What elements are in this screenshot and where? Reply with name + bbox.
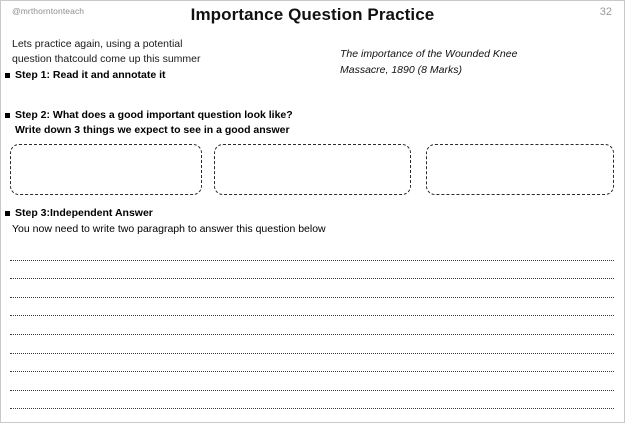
writing-line[interactable]: [10, 261, 614, 280]
question-line-2: Massacre, 1890 (8 Marks): [340, 64, 462, 76]
answer-box-2[interactable]: [214, 144, 411, 195]
square-bullet-icon: [5, 73, 10, 78]
intro-text: Lets practice again, using a potential q…: [12, 37, 242, 67]
step-2-heading: Step 2: What does a good important quest…: [5, 109, 293, 122]
writing-lines-area[interactable]: [10, 242, 614, 422]
writing-line[interactable]: [10, 372, 614, 391]
answer-box-3[interactable]: [426, 144, 614, 195]
step-3-heading: Step 3:Independent Answer: [5, 207, 153, 220]
author-handle: @mrthorntonteach: [12, 6, 85, 16]
step-1-heading: Step 1: Read it and annotate it: [5, 69, 166, 82]
exam-question-prompt: The importance of the Wounded Knee Massa…: [340, 46, 590, 78]
writing-line[interactable]: [10, 242, 614, 261]
step-2-label: Step 2: What does a good important quest…: [15, 109, 293, 121]
question-line-1: The importance of the Wounded Knee: [340, 48, 518, 60]
step-3-subheading: You now need to write two paragraph to a…: [12, 223, 326, 235]
intro-line-1: Lets practice again, using a potential: [12, 38, 183, 50]
answer-box-1[interactable]: [10, 144, 202, 195]
writing-line[interactable]: [10, 354, 614, 373]
writing-line[interactable]: [10, 279, 614, 298]
intro-line-2: question thatcould come up this summer: [12, 53, 201, 65]
writing-line[interactable]: [10, 409, 614, 422]
step-3-label: Step 3:Independent Answer: [15, 207, 153, 219]
square-bullet-icon: [5, 211, 10, 216]
page-title: Importance Question Practice: [190, 5, 435, 24]
writing-line[interactable]: [10, 298, 614, 317]
page-number: 32: [599, 6, 612, 18]
step-1-label: Step 1: Read it and annotate it: [15, 69, 166, 81]
writing-line[interactable]: [10, 316, 614, 335]
writing-line[interactable]: [10, 335, 614, 354]
step-2-subheading: Write down 3 things we expect to see in …: [15, 124, 290, 136]
square-bullet-icon: [5, 113, 10, 118]
writing-line[interactable]: [10, 391, 614, 410]
